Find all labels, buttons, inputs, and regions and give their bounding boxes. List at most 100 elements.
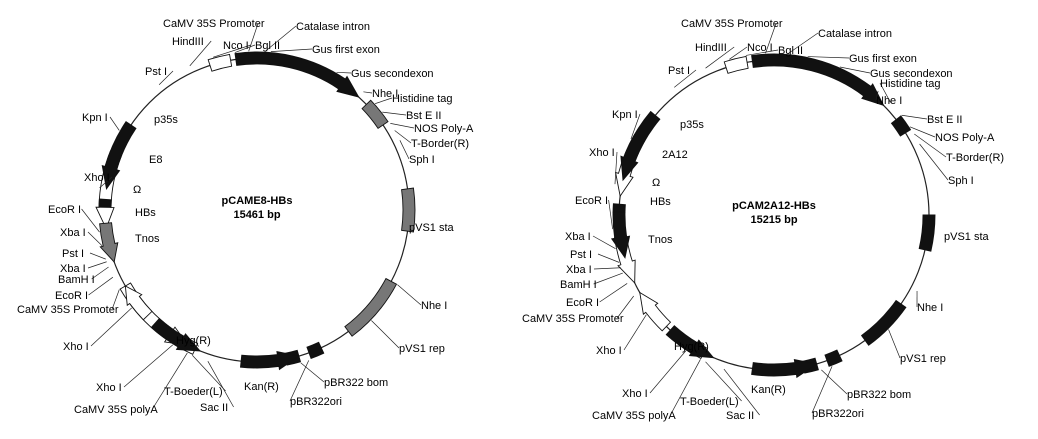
leader-line bbox=[597, 253, 620, 263]
feature-label: 2A12 bbox=[662, 149, 688, 161]
site-label: Nhe I bbox=[421, 300, 447, 312]
leader-line bbox=[390, 123, 415, 129]
leader-line bbox=[363, 91, 373, 94]
feature-box bbox=[860, 299, 907, 346]
leader-line bbox=[109, 116, 120, 131]
leader-line bbox=[623, 314, 647, 351]
leader-line bbox=[289, 360, 310, 402]
site-label: pBR322ori bbox=[812, 408, 864, 420]
site-label: Bst E II bbox=[406, 110, 441, 122]
feature-box bbox=[344, 277, 398, 337]
leader-line bbox=[787, 32, 819, 54]
leader-line bbox=[99, 176, 113, 189]
site-label: Bst E II bbox=[927, 114, 962, 126]
leader-line bbox=[879, 82, 891, 103]
leader-line bbox=[207, 361, 234, 408]
leader-line bbox=[919, 143, 949, 181]
site-label: Histidine tag bbox=[392, 93, 453, 105]
leader-line bbox=[265, 25, 297, 52]
feature-label: Kan(R) bbox=[751, 384, 786, 396]
site-label: EcoR I bbox=[55, 290, 88, 302]
leader-line bbox=[593, 267, 621, 270]
leader-line bbox=[399, 140, 410, 160]
site-label: Gus first exon bbox=[849, 53, 917, 65]
site-label: Xho I bbox=[96, 382, 122, 394]
feature-label: pVS1 sta bbox=[409, 222, 455, 234]
site-label: Nco I bbox=[747, 42, 773, 54]
site-label: Xba I bbox=[60, 263, 86, 275]
map-title: pCAME8-HBs bbox=[222, 195, 293, 207]
gene-arrow bbox=[99, 222, 119, 263]
site-label: Xho I bbox=[596, 345, 622, 357]
leader-line bbox=[649, 350, 687, 394]
site-label: T-Boeder(L) bbox=[680, 396, 739, 408]
leader-line bbox=[397, 284, 422, 306]
leader-line bbox=[599, 283, 628, 303]
site-label: T-Boeder(L) bbox=[164, 386, 223, 398]
leader-line bbox=[875, 90, 879, 101]
gene-arrow bbox=[751, 359, 818, 379]
site-label: BamH I bbox=[560, 279, 597, 291]
leader-line bbox=[765, 22, 777, 54]
feature-box bbox=[890, 115, 912, 137]
leader-line bbox=[630, 113, 641, 140]
leader-line bbox=[888, 329, 901, 359]
site-label: Gus first exon bbox=[312, 44, 380, 56]
leader-line bbox=[901, 114, 928, 120]
leader-line bbox=[87, 261, 107, 269]
leader-line bbox=[336, 71, 352, 74]
gene-arrow bbox=[124, 285, 153, 321]
site-label: CaMV 35S Promoter bbox=[522, 313, 624, 325]
gene-arrow bbox=[610, 211, 631, 259]
site-label: pBR322ori bbox=[290, 396, 342, 408]
gene-arrow bbox=[101, 121, 137, 190]
leader-line bbox=[614, 151, 618, 185]
leader-line bbox=[152, 352, 188, 410]
feature-box bbox=[361, 99, 389, 129]
site-label: CaMV 35S polyA bbox=[74, 404, 158, 416]
leader-line bbox=[123, 344, 173, 388]
map-title: pCAM2A12-HBs bbox=[732, 200, 816, 212]
feature-label: Hyg(R) bbox=[176, 335, 211, 347]
feature-box bbox=[306, 341, 325, 360]
leader-line bbox=[111, 289, 120, 310]
site-label: HindIII bbox=[172, 36, 204, 48]
leader-line bbox=[592, 235, 616, 249]
site-label: Catalase intron bbox=[296, 21, 370, 33]
feature-box bbox=[207, 53, 233, 72]
site-label: Nhe I bbox=[372, 88, 398, 100]
site-label: Pst I bbox=[570, 249, 592, 261]
site-label: NOS Poly-A bbox=[935, 132, 995, 144]
site-label: pVS1 rep bbox=[399, 343, 445, 355]
feature-label: Ω bbox=[133, 184, 141, 196]
leader-line bbox=[670, 359, 701, 416]
map-size: 15461 bp bbox=[233, 209, 280, 221]
site-label: HindIII bbox=[695, 42, 727, 54]
leader-line bbox=[616, 295, 634, 319]
site-label: Bgl II bbox=[255, 40, 280, 52]
site-label: Kpn I bbox=[82, 112, 108, 124]
site-label: Nhe I bbox=[917, 302, 943, 314]
site-label: Nco I bbox=[223, 40, 249, 52]
plasmid-map-right: pCAM2A12-HBs 15215 bp CaMV 35S PromoterC… bbox=[522, 18, 1004, 422]
site-label: Sph I bbox=[948, 175, 974, 187]
gene-arrow bbox=[234, 51, 360, 98]
leader-line bbox=[213, 44, 252, 58]
leader-line bbox=[89, 252, 106, 260]
leader-line bbox=[270, 48, 313, 52]
site-label: BamH I bbox=[58, 274, 95, 286]
site-label: T-Border(R) bbox=[946, 152, 1004, 164]
gene-arrow bbox=[150, 317, 202, 352]
feature-box bbox=[612, 203, 626, 213]
site-label: EcoR I bbox=[566, 297, 599, 309]
feature-box bbox=[918, 214, 936, 252]
leader-line bbox=[729, 46, 748, 60]
site-label: Xho I bbox=[589, 147, 615, 159]
leader-line bbox=[839, 66, 871, 74]
site-label: Catalase intron bbox=[818, 28, 892, 40]
leader-line bbox=[234, 44, 256, 53]
leader-line bbox=[375, 97, 393, 104]
gene-arrow bbox=[239, 351, 301, 371]
